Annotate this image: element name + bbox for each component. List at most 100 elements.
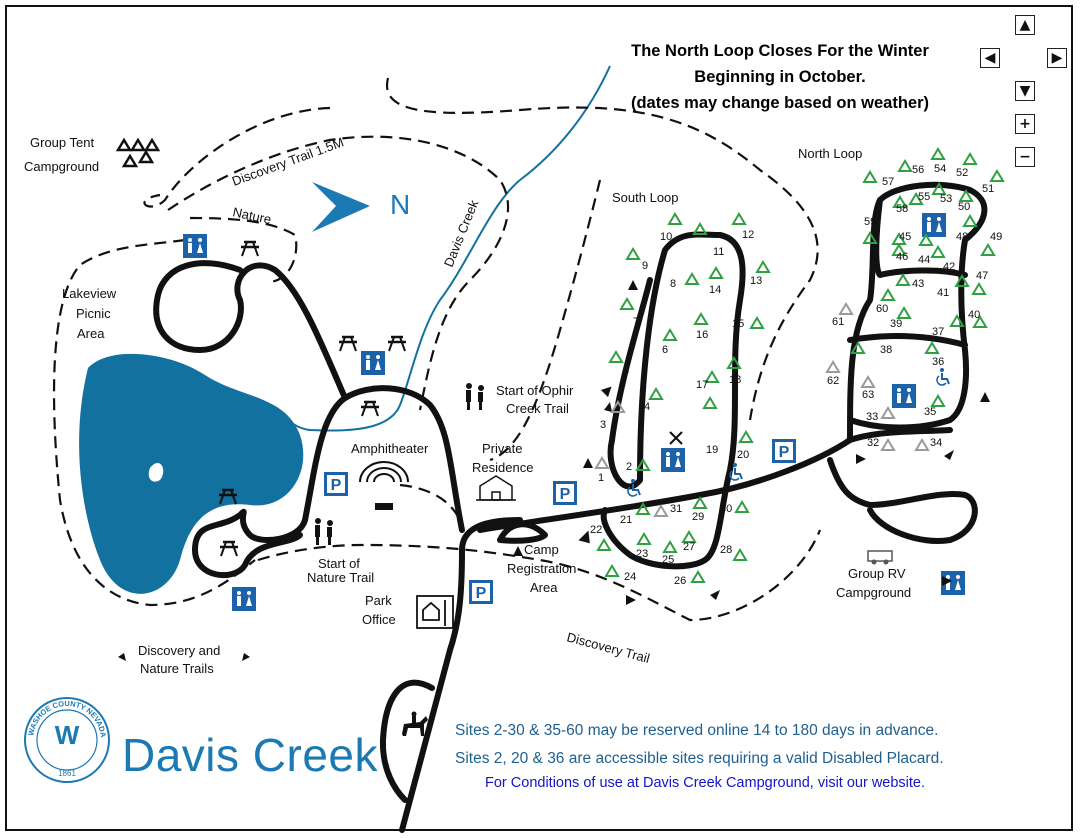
campsite-number: 39	[890, 318, 902, 330]
campsite-marker[interactable]: 47	[972, 270, 988, 295]
campsite-marker[interactable]: 35	[924, 395, 945, 418]
discovery-trail-label: Discovery Trail 1.5M	[230, 134, 346, 188]
campsite-number: 40	[968, 309, 980, 321]
campsite-marker[interactable]: 57	[863, 171, 894, 188]
campsite-marker[interactable]: 30	[720, 501, 749, 515]
campsite-marker[interactable]: 21	[620, 503, 650, 526]
zoom-in-button[interactable]: +	[1015, 114, 1035, 134]
campsite-marker[interactable]: 27	[682, 531, 696, 553]
website-link[interactable]: For Conditions of use at Davis Creek Cam…	[485, 775, 926, 791]
pan-up-button[interactable]: ▲	[1015, 15, 1035, 35]
campsite-marker[interactable]: 1	[595, 457, 609, 484]
campsite-marker[interactable]: 36	[925, 342, 944, 368]
campsite-marker[interactable]: 60	[876, 289, 895, 315]
tent-icon	[896, 274, 910, 286]
campsite-marker[interactable]: 41	[937, 275, 969, 299]
restroom-icon	[922, 213, 946, 237]
campsite-marker[interactable]: 18	[727, 357, 741, 386]
campsite-marker[interactable]: 45	[892, 231, 911, 245]
campsite-marker[interactable]: 55	[909, 191, 930, 205]
campsite-marker[interactable]: 52	[956, 153, 977, 179]
tent-icon	[637, 533, 651, 545]
campsite-marker[interactable]: 20	[737, 431, 753, 461]
campsite-number: 29	[692, 511, 704, 523]
campsite-marker[interactable]: 2	[626, 459, 650, 473]
campsite-marker[interactable]: 53	[932, 183, 952, 205]
campsite-marker[interactable]: 6	[662, 329, 677, 356]
tent-icon	[626, 248, 640, 260]
pan-down-button[interactable]: ▼	[1015, 81, 1035, 101]
campsite-marker[interactable]: 59	[863, 216, 877, 244]
campsite-marker[interactable]: 17	[696, 371, 719, 391]
campsite-marker[interactable]: 48	[956, 215, 977, 243]
roads	[153, 181, 988, 833]
campsite-marker[interactable]: 40	[968, 309, 987, 328]
campsite-marker[interactable]: 15	[732, 317, 764, 330]
campsite-marker[interactable]: 10	[660, 213, 682, 243]
campsite-number: 63	[862, 389, 874, 401]
parking-icon	[469, 580, 493, 604]
campsite-marker[interactable]: 11	[693, 223, 724, 258]
restroom-icon	[183, 234, 207, 258]
campsite-number: 53	[940, 193, 952, 205]
campsite-marker[interactable]: 62	[826, 361, 840, 387]
page-title: Davis Creek	[122, 729, 379, 781]
tent-icon	[732, 213, 746, 225]
pan-left-button[interactable]: ◀	[980, 48, 1000, 68]
campsite-marker[interactable]: 8	[670, 273, 699, 290]
campsite-marker[interactable]: 38	[851, 342, 892, 356]
campsite-marker[interactable]: 3	[600, 401, 625, 431]
campsite-number: 60	[876, 303, 888, 315]
campsite-marker[interactable]: 14	[709, 267, 723, 296]
campsite-marker[interactable]: 61	[832, 303, 853, 328]
campsite-marker[interactable]: 12	[732, 213, 754, 241]
campsite-number: 31	[670, 503, 682, 515]
pan-right-button[interactable]: ▶	[1047, 48, 1067, 68]
tent-icon	[981, 244, 995, 256]
campsite-marker[interactable]: 56	[898, 160, 924, 176]
davis-creek-label: Davis Creek	[441, 197, 482, 269]
campsite-marker[interactable]: 29	[692, 497, 707, 523]
campsite-marker[interactable]: 46	[892, 244, 908, 263]
campsite-marker[interactable]: 37	[932, 315, 964, 338]
zoom-out-button[interactable]: −	[1015, 147, 1035, 167]
campsite-marker[interactable]: 26	[674, 571, 705, 587]
tent-icon	[663, 541, 677, 553]
campsite-marker[interactable]: 54	[931, 148, 946, 175]
campsite-marker[interactable]: 51	[982, 170, 1004, 195]
tent-icon	[839, 303, 853, 315]
campsite-marker[interactable]: 44	[918, 234, 933, 266]
campsite-marker[interactable]: 28	[720, 544, 747, 561]
campsite-marker[interactable]: 34	[915, 437, 942, 451]
campsite-marker[interactable]: 33	[866, 407, 895, 423]
campsite-marker[interactable]: 49	[981, 231, 1002, 256]
campsite-marker[interactable]: 5	[609, 351, 629, 377]
campsite-marker[interactable]: 25	[662, 541, 677, 566]
campsite-marker[interactable]: 9	[626, 248, 648, 272]
campsite-marker[interactable]: 23	[636, 533, 651, 560]
campsite-marker[interactable]: 43	[896, 274, 924, 290]
tent-icon	[963, 215, 977, 227]
campsite-marker[interactable]: 58	[893, 196, 908, 215]
trails	[52, 77, 822, 622]
campsite-marker[interactable]: 16	[694, 313, 708, 341]
campsite-marker[interactable]: 13	[750, 261, 770, 287]
campsite-marker[interactable]: 24	[605, 565, 636, 583]
campsite-marker[interactable]: 19	[703, 397, 718, 456]
parking-icon	[553, 481, 577, 505]
campsite-marker[interactable]: 50	[958, 190, 973, 213]
campsite-marker[interactable]: 7	[620, 298, 639, 328]
lakeview-label: Area	[77, 326, 105, 341]
campsite-marker[interactable]: 39	[890, 307, 911, 330]
campsite-marker[interactable]: 4	[644, 388, 663, 413]
campsite-marker[interactable]: 22	[590, 524, 611, 551]
campsite-marker[interactable]: 31	[654, 503, 682, 517]
campsite-number: 17	[696, 379, 708, 391]
campsite-marker[interactable]: 63	[861, 376, 875, 401]
campsite-marker[interactable]: 42	[931, 246, 955, 273]
discovery-nature-label: Discovery and	[138, 643, 220, 658]
campsite-marker[interactable]: 32	[867, 437, 895, 451]
tent-icon	[694, 313, 708, 325]
